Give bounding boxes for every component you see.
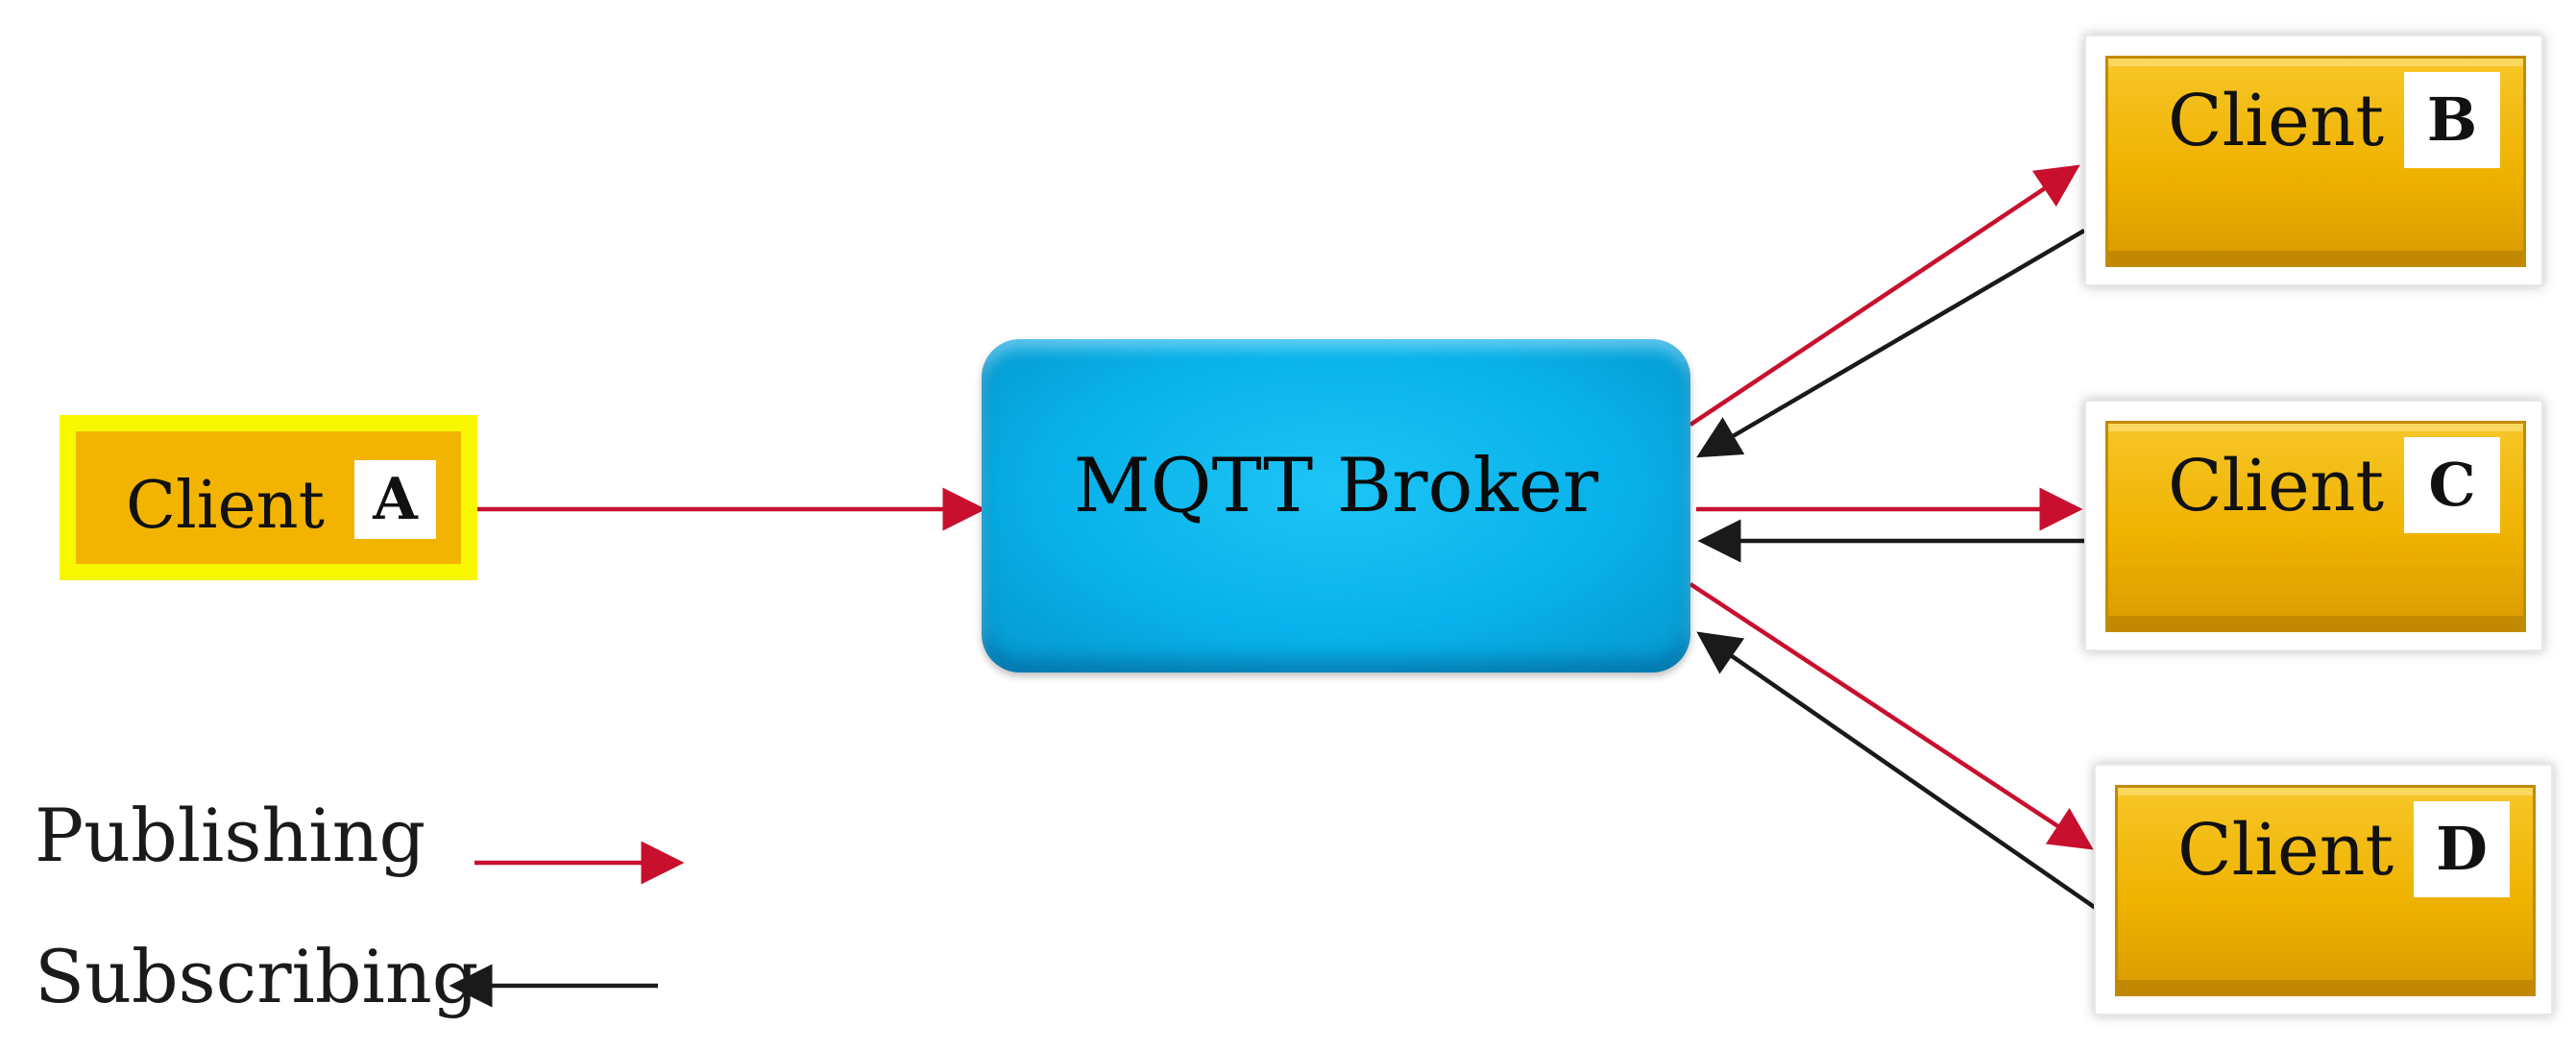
broker-label: MQTT Broker (1073, 443, 1599, 529)
client-d-node: Client D (2094, 764, 2553, 1015)
client-b-node: Client B (2084, 35, 2543, 286)
client-c-node: Client C (2084, 400, 2543, 651)
client-d-letter: D (2414, 801, 2510, 897)
legend-publishing-label: Publishing (35, 793, 426, 878)
client-a-letter: A (354, 460, 436, 539)
mqtt-broker-node: MQTT Broker (982, 339, 1690, 673)
publish-arrow-broker-to-d (1689, 582, 2094, 850)
client-b-label: Client (2168, 80, 2385, 162)
client-a-node: Client A (60, 415, 477, 580)
legend-subscribing-label: Subscribing (35, 934, 479, 1019)
client-d-box: Client D (2115, 785, 2536, 996)
client-d-label: Client (2177, 809, 2394, 892)
client-a-box: Client A (76, 431, 461, 564)
publish-arrow-broker-to-b (1689, 164, 2080, 427)
client-c-label: Client (2168, 445, 2385, 527)
subscribe-arrow-b-to-broker (1696, 229, 2086, 458)
client-c-letter: C (2404, 437, 2500, 533)
client-b-letter: B (2404, 72, 2500, 168)
client-a-label: Client (126, 468, 325, 544)
subscribe-arrow-d-to-broker (1696, 631, 2102, 913)
client-c-box: Client C (2105, 421, 2526, 632)
client-b-box: Client B (2105, 56, 2526, 267)
